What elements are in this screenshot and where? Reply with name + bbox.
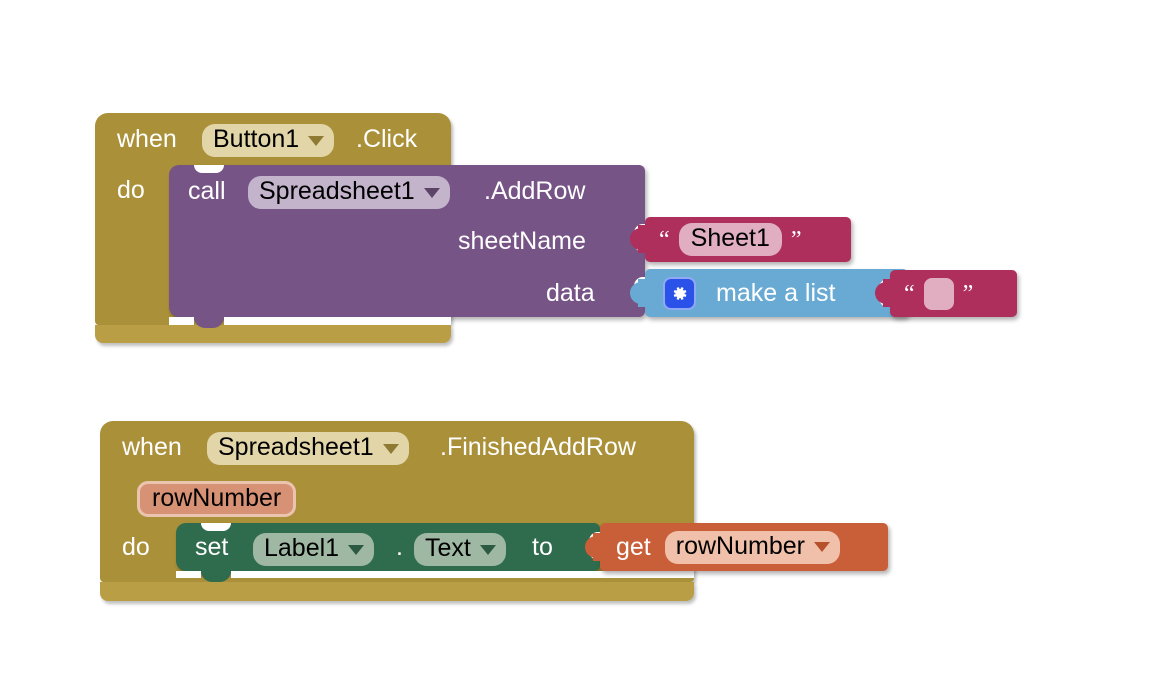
chevron-down-icon: [479, 544, 496, 555]
property-dropdown-text[interactable]: Text: [414, 533, 506, 566]
close-quote-glyph: ”: [790, 226, 802, 253]
text-field-sheet1-value: Sheet1: [690, 224, 770, 252]
block-plug-left: [585, 533, 603, 561]
event-block-bottom-bar: [95, 325, 451, 343]
component-dropdown-spreadsheet1-event[interactable]: Spreadsheet1: [207, 432, 409, 465]
block-plug-left: [875, 279, 893, 307]
component-dropdown-button1[interactable]: Button1: [202, 124, 335, 157]
text-field-sheet1[interactable]: Sheet1: [678, 223, 782, 256]
variable-dropdown-rownumber-label: rowNumber: [675, 531, 805, 560]
text-block-sheet1[interactable]: “ Sheet1 ”: [630, 217, 851, 262]
chevron-down-icon: [423, 187, 440, 198]
open-quote-glyph: “: [904, 280, 915, 307]
gear-icon[interactable]: [663, 276, 696, 310]
block-notch-top: [201, 523, 231, 531]
component-dropdown-label1[interactable]: Label1: [253, 533, 375, 566]
property-dropdown-text-label: Text: [425, 534, 471, 562]
when-keyword-2: when: [122, 433, 182, 461]
component-dropdown-label1-label: Label1: [264, 534, 340, 562]
getter-block-rownumber[interactable]: get rowNumber: [585, 523, 888, 571]
component-dropdown-spreadsheet1-call-label: Spreadsheet1: [259, 177, 415, 205]
arg-label-sheetname: sheetName: [458, 227, 586, 255]
chevron-down-icon: [308, 135, 325, 146]
get-keyword: get: [616, 532, 651, 561]
block-gap: [169, 317, 194, 325]
block-notch-top: [194, 165, 224, 173]
component-dropdown-spreadsheet1-call[interactable]: Spreadsheet1: [248, 176, 450, 209]
call-keyword: call: [188, 177, 226, 205]
make-a-list-block[interactable]: make a list: [630, 269, 908, 317]
event-block-bottom-bar-2: [100, 582, 694, 601]
block-gap: [231, 571, 694, 578]
chevron-down-icon: [348, 544, 365, 555]
property-separator: .: [396, 533, 403, 561]
block-gap: [224, 317, 451, 325]
do-keyword-1: do: [117, 176, 145, 204]
component-dropdown-button1-label: Button1: [213, 125, 300, 153]
chevron-down-icon: [382, 443, 399, 454]
block-gap: [176, 571, 201, 578]
variable-dropdown-rownumber[interactable]: rowNumber: [664, 530, 840, 564]
text-field-empty[interactable]: [923, 277, 954, 310]
chevron-down-icon: [813, 542, 830, 552]
setter-block-label1-text[interactable]: [176, 523, 600, 571]
event-parameter-rownumber[interactable]: rowNumber: [137, 481, 297, 517]
make-a-list-label: make a list: [716, 278, 836, 307]
set-keyword: set: [195, 533, 229, 561]
arg-label-data: data: [546, 279, 595, 307]
block-plug-left: [630, 279, 648, 307]
to-keyword: to: [532, 533, 553, 561]
block-plug-left: [630, 225, 648, 253]
block-bump-bottom: [194, 317, 224, 328]
do-keyword-2: do: [122, 533, 150, 561]
event-name-finishedaddrow: .FinishedAddRow: [440, 433, 636, 461]
method-name-addrow: .AddRow: [484, 177, 586, 205]
when-keyword-1: when: [117, 125, 177, 153]
text-block-empty[interactable]: “ ”: [875, 270, 1017, 317]
event-name-click: .Click: [356, 125, 418, 153]
open-quote-glyph: “: [659, 226, 670, 253]
close-quote-glyph: ”: [962, 280, 974, 307]
event-parameter-rownumber-label: rowNumber: [152, 483, 282, 512]
component-dropdown-spreadsheet1-event-label: Spreadsheet1: [218, 433, 374, 461]
block-bump-bottom: [201, 571, 231, 582]
